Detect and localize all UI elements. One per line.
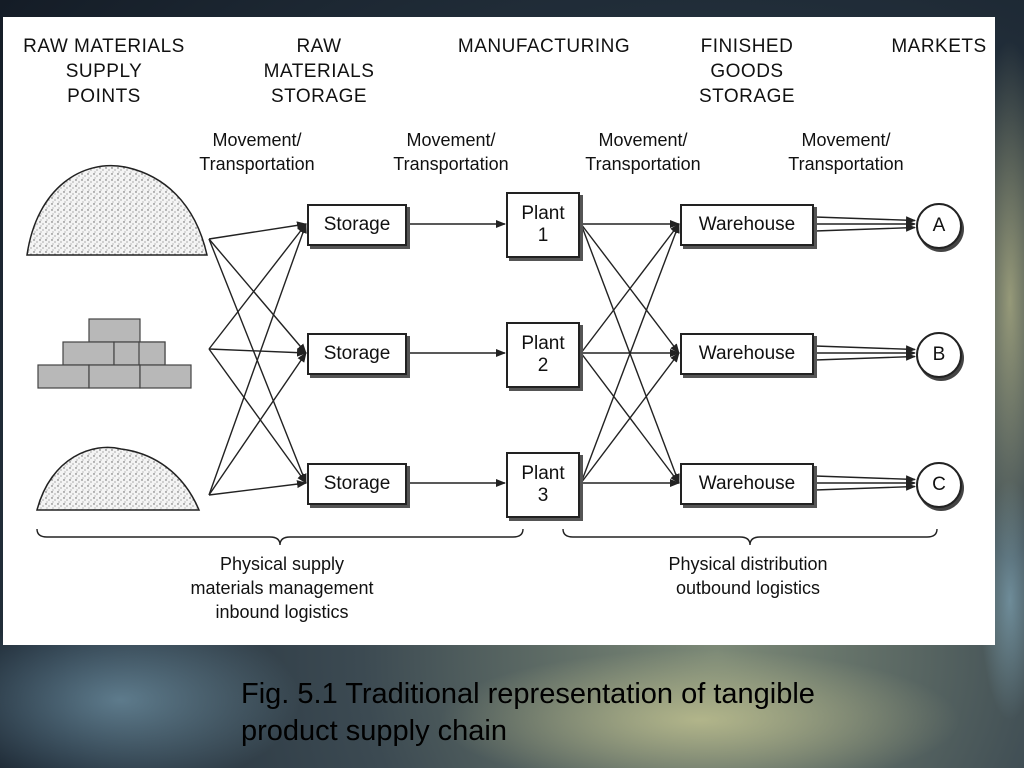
movement-label-3: Movement/ Transportation [585,130,701,174]
movement-label-1: Movement/ Transportation [199,130,315,174]
brick-stack-icon-part [138,341,166,366]
warehouse-box-2: Warehouse [680,333,814,375]
arrow-supply-to-storage [208,348,307,357]
stage-manufacturing: Manufacturing [457,36,631,57]
raw-materials-heap-icon-3 [36,446,201,511]
market-c: C [916,462,962,508]
arrow-warehouse-to-market [814,475,916,484]
inbound-brace [36,528,524,546]
stage-raw-materials-storage: Raw materials storage [263,36,375,107]
storage-box-3: Storage [307,463,407,505]
brick-stack-icon-part [88,364,141,389]
plant-box-2: Plant 2 [506,322,580,388]
plant-box-1: Plant 1 [506,192,580,258]
arrow-supply-to-storage [208,221,307,240]
arrow-warehouse-to-market [814,345,916,354]
supply-chain-diagram [26,165,938,546]
brick-stack-icon-part [62,341,115,366]
stage-markets: Markets [891,36,987,57]
arrow-warehouse-to-market [814,352,916,361]
arrow-plant-to-warehouse [580,352,680,484]
plant-box-3: Plant 3 [506,452,580,518]
figure-caption: Fig. 5.1 Traditional representation of t… [241,678,815,747]
arrow-supply-to-storage [208,352,307,496]
arrow-supply-to-storage [208,223,307,496]
stage-finished-goods-storage: Finished goods storage [698,36,796,107]
arrow-warehouse-to-market [814,223,916,232]
outbound-logistics-label: Physical distribution outbound logistics [668,554,828,598]
warehouse-box-1: Warehouse [680,204,814,246]
arrow-warehouse-to-market [814,482,916,491]
stage-raw-materials-supply-points: Raw materials supply points [23,36,185,107]
warehouse-box-3: Warehouse [680,463,814,505]
market-b: B [916,332,962,378]
brick-stack-icon-part [88,318,141,343]
arrow-supply-to-storage [208,238,307,354]
movement-label-2: Movement/ Transportation [393,130,509,174]
diagram-panel: Raw materials supply points Raw material… [3,17,995,645]
inbound-logistics-label: Physical supply materials management inb… [190,554,374,622]
storage-box-2: Storage [307,333,407,375]
raw-materials-heap-icon-1 [26,165,208,256]
arrow-supply-to-storage [208,223,307,350]
market-a: A [916,203,962,249]
brick-stack-icon-part [139,364,192,389]
arrow-plant-to-warehouse [580,223,680,354]
arrow-plant-to-warehouse [580,223,680,484]
arrow-warehouse-to-market [814,216,916,225]
movement-label-4: Movement/ Transportation [788,130,904,174]
storage-box-1: Storage [307,204,407,246]
brick-stack-icon-part [37,364,90,389]
arrow-supply-to-storage [208,348,307,484]
arrow-supply-to-storage [208,480,307,496]
outbound-brace [562,528,938,546]
